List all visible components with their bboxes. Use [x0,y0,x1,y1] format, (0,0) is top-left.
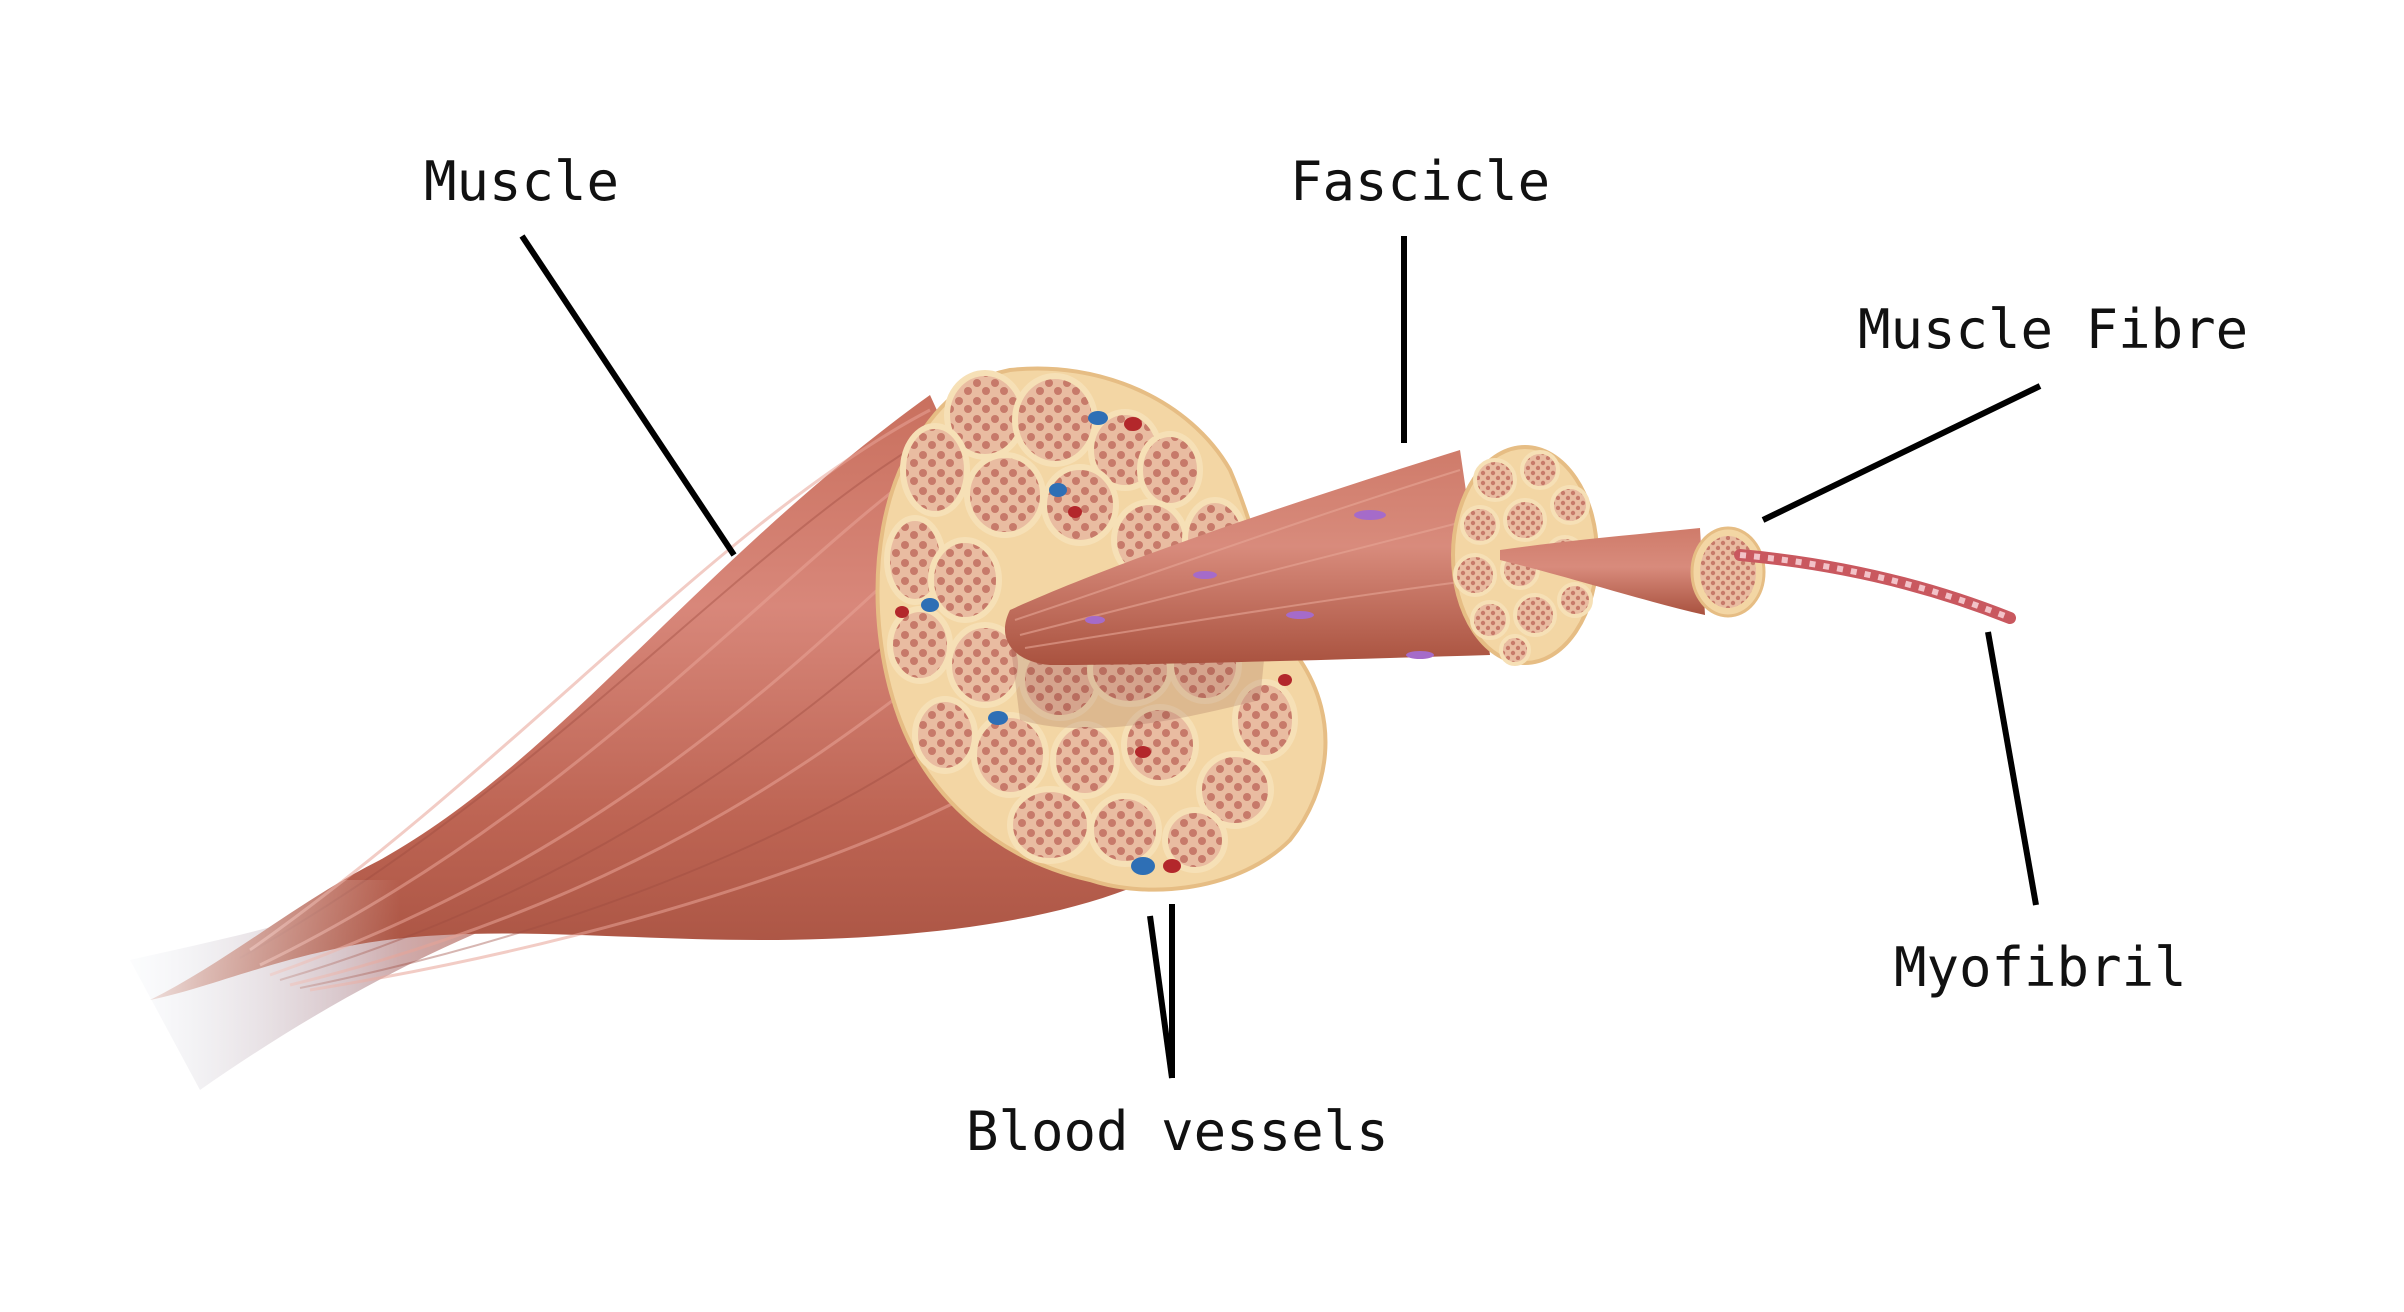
muscle-fibre-body [1500,528,1705,615]
artery-icon [1163,859,1181,873]
myofibril-illustration [1734,549,2016,624]
fascicle-body [1004,450,1490,665]
fascicle-label: Fascicle [1290,150,1550,213]
muscle-label: Muscle [424,150,619,213]
artery-icon [1278,674,1292,686]
muscle-striations [249,408,961,992]
diagram-labels: Muscle Fascicle Muscle Fibre Myofibril B… [424,150,2248,1163]
myofibril-label: Myofibril [1894,936,2187,999]
vein-icon [1088,411,1108,425]
blood-vessels-label: Blood vessels [966,1100,1389,1163]
muscle-fibre-label: Muscle Fibre [1858,298,2248,361]
muscle-fibre-leader-line [1761,383,2042,523]
vein-icon [921,598,939,612]
artery-icon [895,606,909,618]
vein-icon [1131,857,1155,875]
artery-icon [1135,746,1151,758]
myofibril-leader-line [1985,631,2039,906]
muscle-illustration [100,366,1328,1120]
blood-vessel-markers [895,411,1292,875]
leader-lines [519,234,2042,1079]
fascicle-nuclei [1085,510,1434,659]
vein-icon [1049,483,1067,497]
cross-section-fascicles [884,370,1298,873]
artery-icon [1068,506,1082,518]
blood-vessels-leader-line-a [1147,915,1175,1079]
artery-icon [1124,417,1142,431]
myofibril-strand [1734,549,2016,624]
muscle-leader-line [519,234,737,557]
vein-icon [988,711,1008,725]
